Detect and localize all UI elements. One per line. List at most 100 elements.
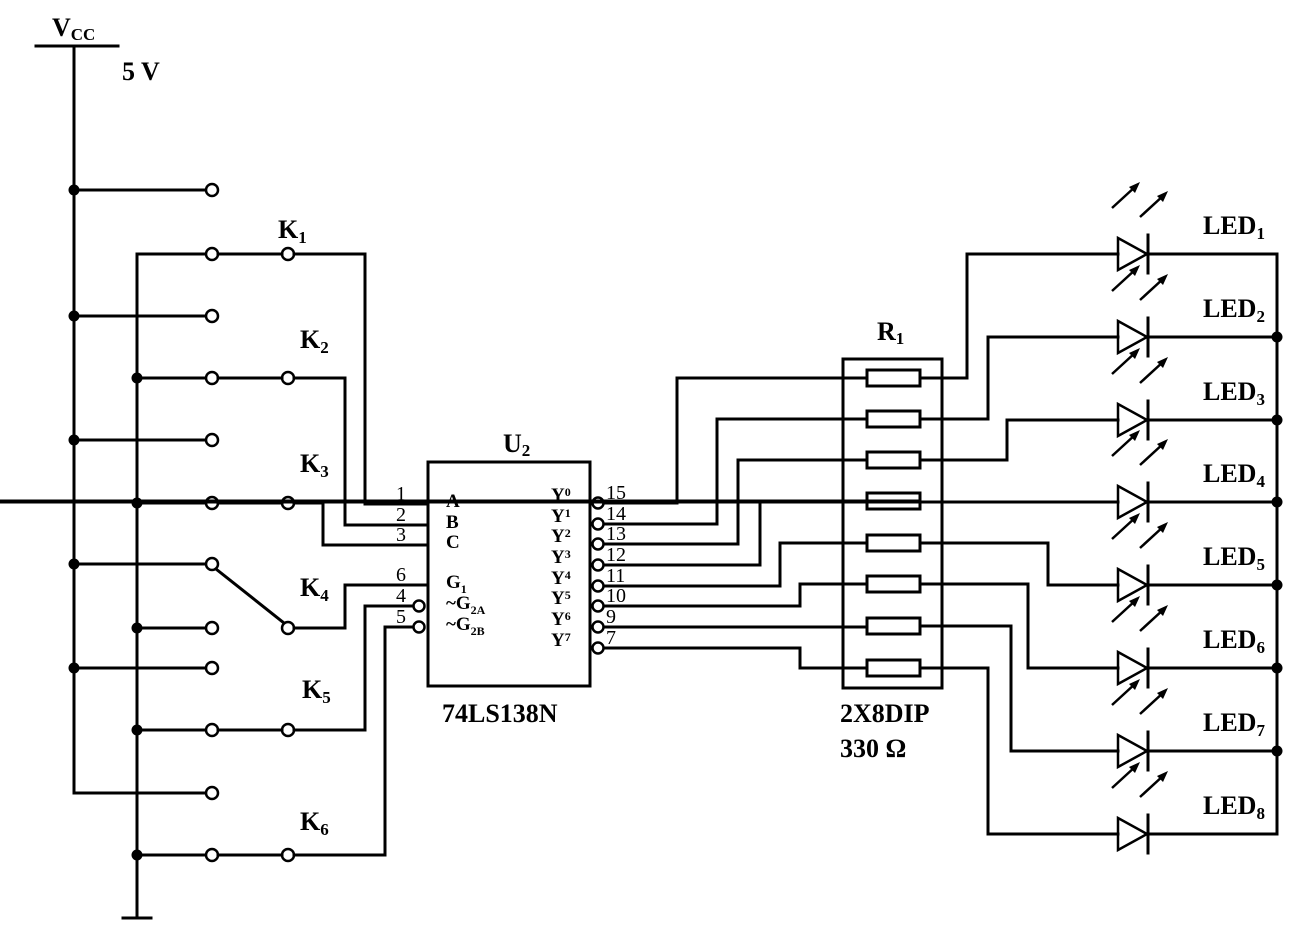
resistor-element bbox=[865, 616, 922, 636]
arrow-head-icon bbox=[1129, 513, 1140, 524]
led-label: LED4 bbox=[1203, 459, 1265, 491]
led-label-sub: 2 bbox=[1256, 307, 1265, 326]
pin-name-main: Y bbox=[551, 609, 565, 630]
wire-r6-to-led bbox=[918, 582, 1120, 670]
pin-name-main: C bbox=[446, 532, 460, 553]
pin-name-main: ~G bbox=[446, 614, 471, 635]
arrow-head-icon bbox=[1129, 265, 1140, 276]
led-label-sub: 6 bbox=[1256, 638, 1265, 657]
pin-name: ~G2A bbox=[446, 593, 486, 617]
junction-dot bbox=[1271, 331, 1283, 343]
pin-number: 3 bbox=[396, 524, 406, 546]
junction-dot bbox=[1271, 496, 1283, 508]
pin-name: Y2 bbox=[551, 526, 571, 547]
switch-label: K6 bbox=[300, 807, 329, 839]
led-5: LED5 bbox=[1111, 513, 1283, 606]
switch-k1: K1 bbox=[68, 182, 307, 262]
wiring bbox=[0, 252, 1120, 857]
led-label: LED2 bbox=[1203, 294, 1265, 326]
vcc-label: VCC bbox=[52, 13, 95, 44]
wire-r3-to-led bbox=[918, 418, 1120, 462]
vcc-voltage: 5 V bbox=[122, 57, 160, 86]
pin-name: G1 bbox=[446, 572, 467, 596]
common-terminal bbox=[280, 847, 296, 863]
wire-k5-to-g2a bbox=[292, 604, 414, 732]
resistor-pack: R1 2X8DIP 330 Ω bbox=[840, 317, 944, 763]
pin-name-main: Y bbox=[551, 588, 565, 609]
led-label-main: LED bbox=[1203, 459, 1256, 488]
pin-name-main: G bbox=[446, 572, 461, 593]
ground-contact-terminal bbox=[204, 370, 220, 386]
pin-number: 1 bbox=[396, 483, 406, 505]
pin-name: Y1 bbox=[551, 506, 571, 527]
inversion-bubble bbox=[591, 558, 605, 572]
arrow-head-icon bbox=[1157, 357, 1168, 368]
resistor-element bbox=[865, 574, 922, 594]
decoder-output-pin: 7Y7 bbox=[551, 627, 616, 655]
inversion-bubble bbox=[591, 620, 605, 634]
resistor-pack-ref: R1 bbox=[877, 317, 904, 348]
pin-number: 12 bbox=[606, 544, 626, 566]
inversion-bubble bbox=[412, 599, 426, 613]
vcc-contact-terminal bbox=[204, 660, 220, 676]
pin-name-sub: 1 bbox=[461, 582, 467, 596]
wire-r8-to-led bbox=[918, 666, 1120, 836]
switch-k3: K3 bbox=[68, 432, 329, 511]
led-label-main: LED bbox=[1203, 625, 1256, 654]
led-4: LED4 bbox=[1111, 430, 1283, 523]
pin-number: 5 bbox=[396, 606, 406, 628]
junction-dot bbox=[1271, 662, 1283, 674]
led-label: LED3 bbox=[1203, 377, 1265, 409]
pin-name-main: Y bbox=[551, 547, 565, 568]
resistor-element bbox=[865, 533, 922, 553]
switch-label: K5 bbox=[302, 675, 331, 707]
wire-r7-to-led bbox=[918, 624, 1120, 753]
led-8: LED8 bbox=[1111, 762, 1279, 855]
junction-dot bbox=[1271, 745, 1283, 757]
decoder-input-pin: 6 G1 bbox=[396, 564, 467, 596]
pin-name-sub: 3 bbox=[565, 547, 571, 561]
switch-label: K4 bbox=[300, 573, 329, 605]
decoder-input-pin: 5~G2B bbox=[396, 606, 485, 638]
led-7: LED7 bbox=[1111, 679, 1283, 772]
diode-icon bbox=[1116, 815, 1150, 853]
pin-number: 6 bbox=[396, 564, 406, 586]
diode-icon bbox=[1116, 401, 1150, 439]
switch-label-main: K bbox=[300, 807, 321, 836]
led-label-main: LED bbox=[1203, 542, 1256, 571]
common-terminal bbox=[280, 246, 296, 262]
pin-name: Y6 bbox=[551, 609, 571, 630]
pin-name-sub: 2 bbox=[565, 526, 571, 540]
pin-name-main: Y bbox=[551, 506, 565, 527]
diode-icon bbox=[1116, 235, 1150, 273]
pin-name: Y7 bbox=[551, 630, 571, 651]
resistor-pack-body bbox=[841, 357, 944, 690]
arrow-head-icon bbox=[1157, 191, 1168, 202]
switch-label-sub: 5 bbox=[322, 688, 331, 707]
arrow-head-icon bbox=[1129, 348, 1140, 359]
junction-dot bbox=[131, 724, 143, 736]
inversion-bubble bbox=[412, 620, 426, 634]
switch-label-sub: 6 bbox=[320, 820, 329, 839]
led-1: LED1 bbox=[1111, 182, 1279, 275]
ground-symbol bbox=[121, 252, 153, 920]
pin-name-sub: 6 bbox=[565, 609, 571, 623]
junction-dot bbox=[1271, 579, 1283, 591]
led-label-sub: 5 bbox=[1256, 555, 1265, 574]
vcc-contact-terminal bbox=[204, 308, 220, 324]
wire-r2-to-led bbox=[918, 335, 1120, 421]
led-label-main: LED bbox=[1203, 377, 1256, 406]
resistor-element bbox=[865, 409, 922, 429]
switch-label-main: K bbox=[300, 325, 321, 354]
pin-name-sub: 1 bbox=[565, 506, 571, 520]
switch-k6: K6 bbox=[72, 785, 329, 863]
pin-name: B bbox=[446, 512, 459, 533]
wire-k2-to-b bbox=[292, 376, 430, 527]
pin-name: Y5 bbox=[551, 588, 571, 609]
switch-lever bbox=[213, 566, 287, 626]
led-label: LED1 bbox=[1203, 211, 1265, 243]
arrow-head-icon bbox=[1129, 430, 1140, 441]
